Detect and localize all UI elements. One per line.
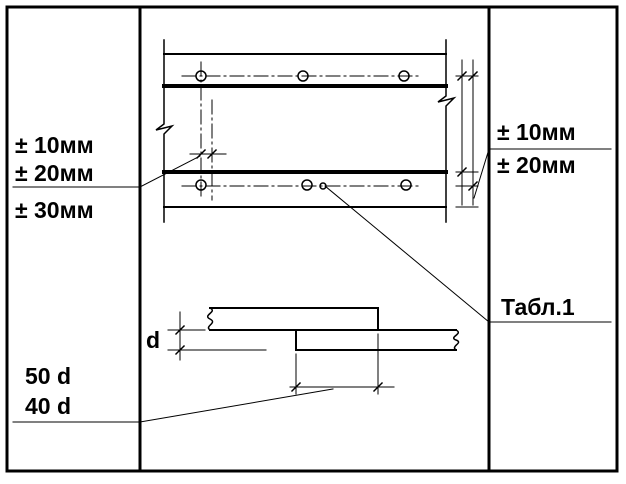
left-tolerance-10: ± 10мм xyxy=(15,132,94,158)
left-tolerance-20: ± 20мм xyxy=(15,160,94,186)
overlap-40d: 40 d xyxy=(25,393,72,419)
right-tolerance-10: ± 10мм xyxy=(497,119,576,145)
overlap-50d: 50 d xyxy=(25,363,72,389)
bar-plan-view xyxy=(155,39,479,223)
thickness-label: d xyxy=(146,327,161,353)
right-tolerance-20: ± 20мм xyxy=(497,152,576,178)
left-tolerance-30: ± 30мм xyxy=(15,197,94,223)
table-reference: Табл.1 xyxy=(501,294,575,320)
lap-joint-view xyxy=(12,306,460,423)
upper-leaders xyxy=(12,148,612,323)
outer-frame xyxy=(5,5,619,473)
